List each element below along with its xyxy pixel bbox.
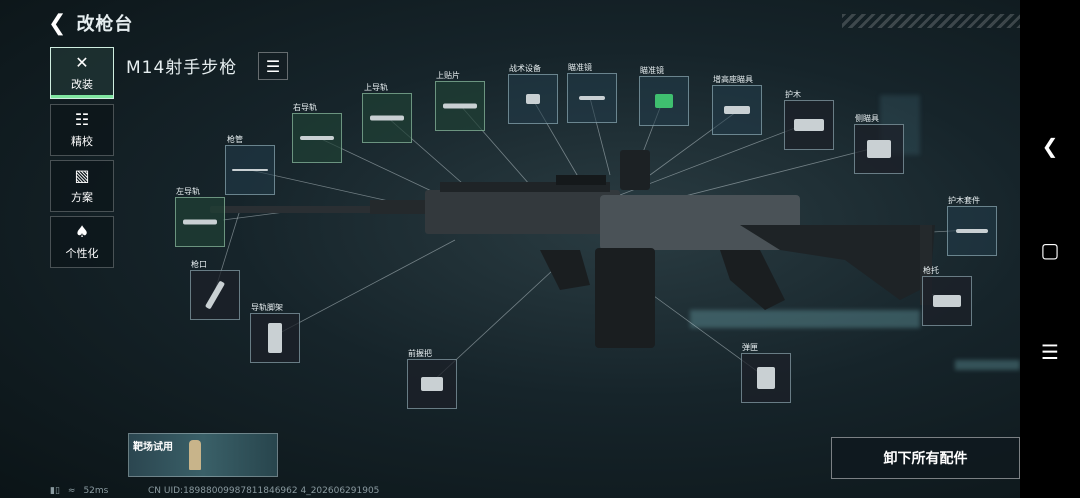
- slot-label-rail-bipod: 导轨脚架: [251, 303, 283, 312]
- slot-label-scope2: 瞄准镜: [640, 66, 664, 75]
- slot-label-handguard-kit: 护木套件: [948, 196, 980, 205]
- slot-label-tactical: 战术设备: [509, 64, 541, 73]
- slot-handguard-kit[interactable]: [947, 206, 997, 256]
- battery-icon: ▮▯: [50, 486, 60, 496]
- header: ❮ 改枪台: [48, 10, 133, 36]
- slot-side-sight[interactable]: [854, 124, 904, 174]
- slot-label-barrel: 枪管: [227, 135, 243, 144]
- status-bar: ▮▯ ≈ 52ms: [50, 486, 108, 496]
- tab-modify[interactable]: ✕ 改装: [50, 47, 114, 99]
- blueprint-icon: ▧: [74, 166, 90, 185]
- slot-label-left-rail: 左导轨: [176, 187, 200, 196]
- slot-label-foregrip: 前握把: [408, 349, 432, 358]
- slot-label-top-plate: 上贴片: [436, 71, 460, 80]
- tab-personalize[interactable]: ♠ 个性化: [50, 216, 114, 268]
- page-title: 改枪台: [76, 14, 134, 35]
- slot-left-rail[interactable]: [175, 197, 225, 247]
- weapon-diagram: [210, 97, 971, 383]
- slot-rail-bipod[interactable]: [250, 313, 300, 363]
- slot-magazine[interactable]: [741, 353, 791, 403]
- nav-home-icon[interactable]: ▢: [1040, 238, 1060, 262]
- slot-label-side-sight: 侧瞄具: [855, 114, 879, 123]
- tab-tuning[interactable]: ☷ 精校: [50, 104, 114, 156]
- slot-label-scope1: 瞄准镜: [568, 63, 592, 72]
- slot-handguard[interactable]: [784, 100, 834, 150]
- wifi-icon: ≈: [67, 486, 76, 496]
- slot-label-riser: 增高座瞄具: [713, 75, 753, 84]
- game-scene: ❮ 改枪台 ✕ 改装 ☷ 精校 ▧ 方案 ♠ 个性化 M14射手步枪 ☰: [0, 0, 1020, 498]
- tab-loadout[interactable]: ▧ 方案: [50, 160, 114, 212]
- slot-top-plate[interactable]: [435, 81, 485, 131]
- slot-barrel[interactable]: [225, 145, 275, 195]
- tab-personalize-label: 个性化: [65, 247, 99, 260]
- nav-menu-icon[interactable]: ☰: [1041, 340, 1059, 364]
- tab-loadout-label: 方案: [71, 191, 93, 204]
- slot-muzzle[interactable]: [190, 270, 240, 320]
- range-preview-figure: [189, 440, 201, 470]
- spray-can-icon: ♠: [74, 222, 90, 241]
- slot-label-upper-rail: 上导轨: [364, 83, 388, 92]
- shooting-range-button[interactable]: 靶场试用: [128, 433, 278, 477]
- tab-modify-label: 改装: [71, 78, 93, 91]
- slot-label-stock: 枪托: [923, 266, 939, 275]
- ping-value: 52ms: [83, 486, 109, 496]
- background-light: [955, 360, 1020, 370]
- unload-all-button[interactable]: 卸下所有配件: [831, 437, 1020, 479]
- slot-label-handguard: 护木: [785, 90, 801, 99]
- slot-label-right-rail: 右导轨: [293, 103, 317, 112]
- slot-tactical[interactable]: [508, 74, 558, 124]
- slot-upper-rail[interactable]: [362, 93, 412, 143]
- system-navbar: ❮ ▢ ☰: [1020, 0, 1080, 498]
- slot-foregrip[interactable]: [407, 359, 457, 409]
- slot-stock[interactable]: [922, 276, 972, 326]
- slot-riser[interactable]: [712, 85, 762, 135]
- rifle-silhouette: [210, 150, 935, 348]
- list-button[interactable]: ☰: [258, 52, 288, 80]
- tab-tuning-label: 精校: [71, 135, 93, 148]
- uid-text: CN UID:18988009987811846962 4_2026062919…: [148, 486, 380, 496]
- back-arrow-icon[interactable]: ❮: [48, 10, 67, 36]
- slot-label-muzzle: 枪口: [191, 260, 207, 269]
- list-icon: ☰: [265, 56, 281, 76]
- header-decoration: [842, 14, 1020, 28]
- sliders-icon: ☷: [74, 110, 90, 129]
- weapon-name: M14射手步枪: [126, 58, 238, 78]
- wrench-icon: ✕: [75, 53, 89, 72]
- slot-scope2[interactable]: [639, 76, 689, 126]
- nav-back-icon[interactable]: ❮: [1041, 134, 1059, 158]
- slot-scope1[interactable]: [567, 73, 617, 123]
- shooting-range-label: 靶场试用: [133, 442, 173, 453]
- background-light: [690, 310, 920, 328]
- slot-label-magazine: 弹匣: [742, 343, 758, 352]
- slot-right-rail[interactable]: [292, 113, 342, 163]
